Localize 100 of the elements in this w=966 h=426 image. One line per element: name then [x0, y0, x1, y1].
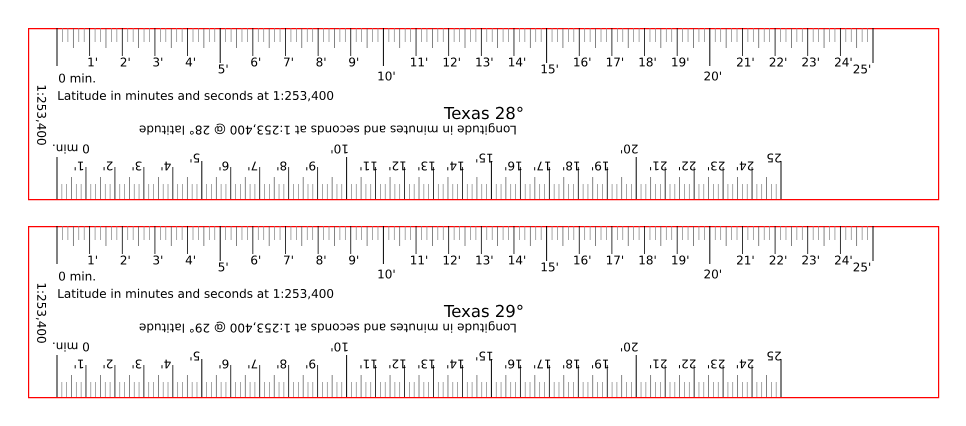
tick-label: 11' — [360, 360, 377, 368]
tick-label: 20' — [621, 144, 638, 154]
tick-label: 20' — [704, 269, 721, 279]
tick-label: 8' — [277, 161, 286, 171]
tick-label: 5' — [190, 154, 200, 162]
tick-label: 19' — [672, 255, 688, 265]
tick-label: 2' — [120, 58, 130, 66]
tick-label: 24' — [736, 360, 754, 368]
tick-label: 6' — [220, 161, 228, 171]
scale-label: 0 min. — [58, 271, 95, 281]
scale-label: 0 min. — [58, 73, 95, 83]
tick-label: 24' — [835, 58, 852, 66]
tick-label: 3' — [132, 161, 142, 171]
tick-label: 9' — [306, 161, 316, 171]
tick-label: 8' — [277, 359, 286, 369]
tick-label: 1' — [88, 58, 97, 66]
tick-label: 15' — [542, 262, 558, 272]
scale-ratio: 1:253,400 — [36, 86, 46, 145]
tick-label: 23' — [802, 57, 819, 67]
tick-label: 11' — [360, 162, 377, 170]
tick-label: 10' — [331, 144, 348, 154]
tick-label: 5' — [190, 352, 200, 360]
tick-label: 13' — [476, 57, 492, 67]
tick-label: 2' — [104, 360, 112, 368]
tick-label: 18' — [640, 255, 656, 265]
tick-label: 11' — [411, 256, 428, 264]
tick-label: 22' — [770, 256, 786, 264]
tick-label: 10' — [378, 71, 395, 81]
tick-label: 1' — [88, 256, 97, 264]
tick-label: 13' — [476, 255, 492, 265]
tick-label: 7' — [284, 58, 293, 66]
tick-label: 19' — [672, 57, 688, 67]
tick-label: 25 — [767, 153, 781, 163]
scale-label: 0 min. — [53, 144, 90, 154]
tick-label: 18' — [563, 161, 580, 171]
ruler-card — [28, 226, 940, 398]
tick-label: 12' — [444, 256, 460, 264]
tick-label: 7' — [248, 162, 258, 170]
tick-label: 23' — [708, 359, 725, 369]
tick-label: 3' — [153, 255, 162, 265]
scale-caption: Longitude in minutes and seconds at 1:253,400 @ 29° latitude — [140, 321, 516, 333]
tick-label: 20' — [704, 71, 721, 81]
tick-label: 12' — [389, 360, 406, 368]
tick-label: 16' — [505, 161, 522, 171]
tick-label: 7' — [284, 256, 293, 264]
tick-label: 24' — [736, 162, 754, 170]
tick-label: 16' — [574, 57, 590, 67]
tick-label: 23' — [708, 161, 725, 171]
tick-label: 5' — [218, 262, 228, 272]
tick-label: 7' — [248, 360, 258, 368]
tick-label: 1' — [74, 360, 84, 368]
tick-label: 8' — [316, 57, 326, 67]
scale-label: 0 min. — [53, 342, 90, 352]
tick-label: 3' — [153, 57, 162, 67]
tick-label: 11' — [411, 58, 428, 66]
tick-label: 22' — [678, 360, 696, 368]
tick-label: 9' — [306, 359, 316, 369]
tick-label: 17' — [606, 256, 624, 264]
tick-label: 21' — [737, 256, 754, 264]
tick-label: 8' — [316, 255, 326, 265]
tick-label: 2' — [120, 256, 130, 264]
tick-label: 3' — [132, 359, 142, 369]
tick-label: 4' — [186, 256, 195, 264]
tick-label: 17' — [606, 58, 624, 66]
tick-label: 25' — [854, 262, 870, 272]
tick-label: 17' — [534, 162, 550, 170]
tick-label: 25 — [767, 351, 781, 361]
tick-label: 6' — [251, 255, 260, 265]
scale-caption: Longitude in minutes and seconds at 1:253,400 @ 28° latitude — [140, 123, 516, 135]
tick-label: 13' — [418, 359, 434, 369]
tick-label: 18' — [563, 359, 580, 369]
tick-label: 12' — [444, 58, 460, 66]
tick-label: 22' — [770, 58, 786, 66]
tick-label: 14' — [509, 58, 526, 66]
tick-label: 13' — [418, 161, 434, 171]
tick-label: 21' — [650, 360, 667, 368]
tick-label: 10' — [331, 342, 348, 352]
tick-label: 6' — [251, 57, 260, 67]
tick-label: 10' — [378, 269, 395, 279]
tick-label: 4' — [162, 360, 171, 368]
title: Texas 29° — [444, 304, 522, 318]
tick-label: 9' — [349, 57, 358, 67]
tick-label: 15' — [476, 154, 492, 162]
tick-label: 18' — [640, 57, 656, 67]
scale-caption: Latitude in minutes and seconds at 1:253,400 — [58, 90, 334, 102]
tick-label: 25' — [854, 64, 870, 74]
tick-label: 15' — [476, 352, 492, 360]
tick-label: 4' — [162, 162, 171, 170]
tick-label: 2' — [104, 162, 112, 170]
tick-label: 19' — [592, 359, 608, 369]
tick-label: 22' — [678, 162, 696, 170]
tick-label: 14' — [447, 162, 464, 170]
tick-label: 16' — [574, 255, 590, 265]
scale-caption: Latitude in minutes and seconds at 1:253,400 — [58, 288, 334, 300]
tick-label: 20' — [621, 342, 638, 352]
tick-label: 21' — [650, 162, 667, 170]
ruler-card — [28, 28, 940, 200]
tick-label: 6' — [220, 359, 228, 369]
tick-label: 16' — [505, 359, 522, 369]
tick-label: 5' — [218, 64, 228, 74]
